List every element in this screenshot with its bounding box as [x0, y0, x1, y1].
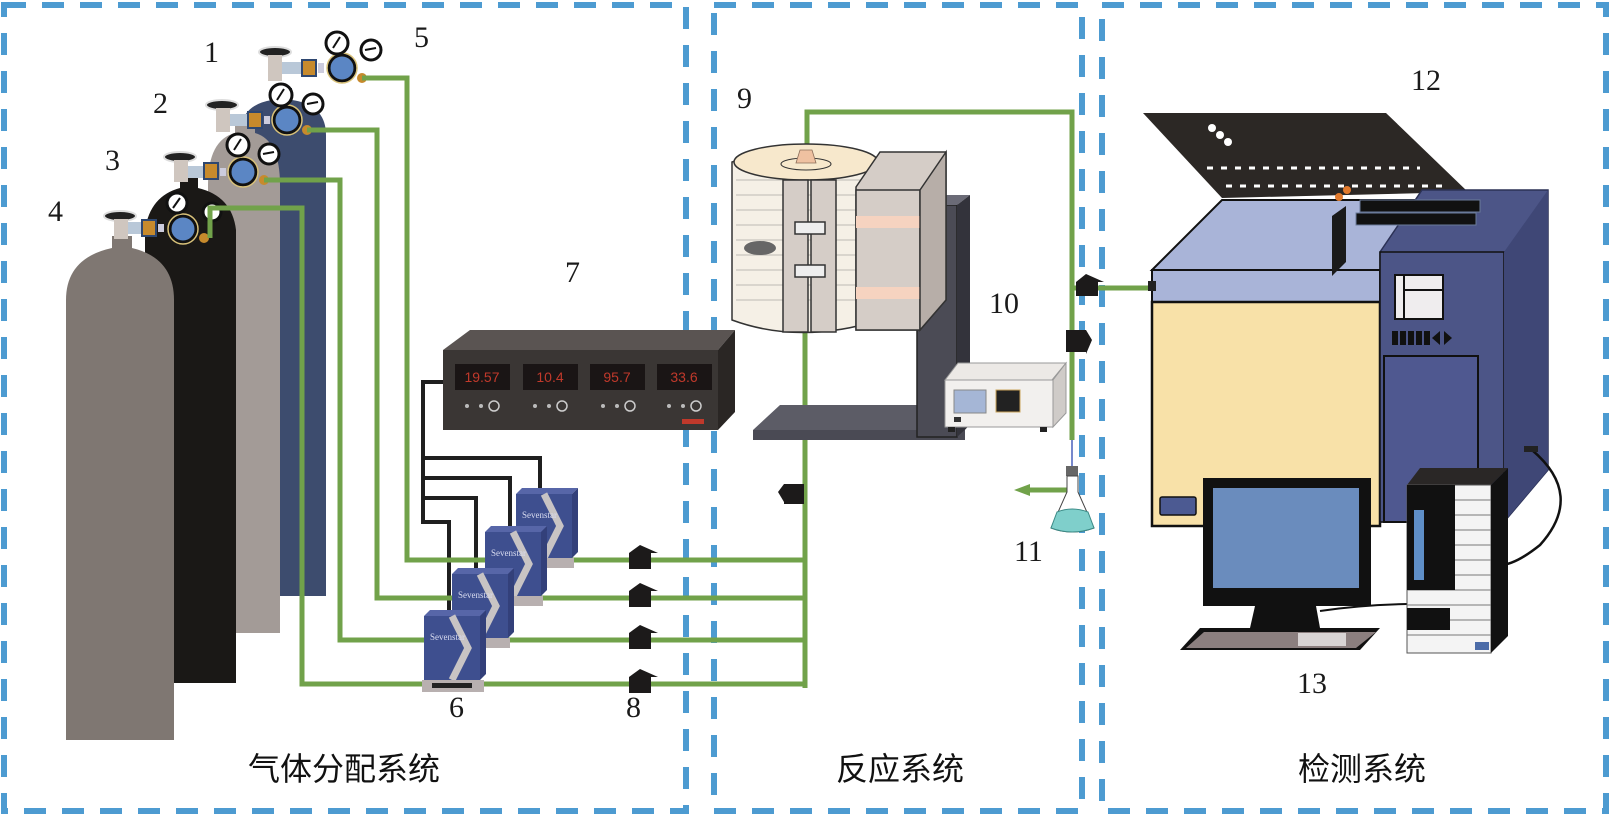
label-13: 13	[1297, 667, 1327, 700]
label-3: 3	[105, 144, 120, 177]
check-valve-icon	[629, 669, 658, 693]
label-6: 6	[449, 691, 464, 724]
check-valve-icon	[629, 583, 658, 607]
check-valve-icon	[629, 545, 658, 569]
mass-flow-controllers: Sevenstar Sevenstar Sevenstar Sevenstar	[422, 488, 578, 692]
tube-furnace	[731, 143, 980, 440]
knob-3	[624, 400, 636, 412]
section-title-gas-distribution: 气体分配系统	[248, 750, 440, 788]
check-valve-icon	[778, 484, 804, 504]
monitor	[1203, 478, 1371, 628]
check-valve-icon	[1076, 274, 1104, 296]
regulator-2	[205, 82, 325, 136]
analyzer-lid	[1143, 113, 1468, 198]
temperature-controller	[943, 361, 1068, 432]
label-5: 5	[414, 21, 429, 54]
check-valves	[629, 274, 1104, 693]
readout-2: 10.4	[536, 369, 563, 385]
readout-4: 33.6	[670, 369, 697, 385]
label-1: 1	[204, 36, 219, 69]
readout-3: 95.7	[603, 369, 630, 385]
panel-detection	[1099, 2, 1609, 814]
analyzer-display	[1394, 274, 1444, 320]
keyboard	[1180, 628, 1380, 650]
section-title-reaction: 反应系统	[836, 750, 964, 788]
label-2: 2	[153, 87, 168, 120]
readout-1: 19.57	[464, 369, 499, 385]
gas-cylinder-4	[66, 236, 174, 740]
label-11: 11	[1014, 535, 1043, 568]
analyzer-keypad	[1392, 331, 1452, 345]
label-9: 9	[737, 82, 752, 115]
label-4: 4	[48, 195, 63, 228]
mfc-brand: Sevenstar	[491, 548, 526, 558]
digital-readout	[995, 389, 1021, 413]
flow-display-controller: 19.57 10.4 95.7 33.6	[443, 330, 735, 430]
computer	[1180, 468, 1508, 654]
component-labels: 1 2 3 4 5 6 7 8 9 10 11 12 13	[48, 21, 1441, 724]
label-7: 7	[565, 256, 580, 289]
label-10: 10	[989, 287, 1019, 320]
check-valve-icon	[1066, 330, 1092, 354]
analog-meter	[953, 389, 987, 414]
power-switch	[1159, 496, 1197, 516]
mfc-4: Sevenstar	[422, 610, 486, 692]
autosampler-arm	[1332, 186, 1481, 276]
regulator-1	[258, 30, 383, 84]
knob-2	[556, 400, 568, 412]
mfc-brand: Sevenstar	[458, 590, 493, 600]
exhaust-arrow-icon	[1014, 484, 1030, 496]
section-titles: 气体分配系统 反应系统 检测系统	[248, 750, 1426, 788]
mfc-brand: Sevenstar	[522, 510, 557, 520]
desktop-tower	[1406, 468, 1508, 654]
knob-4	[690, 400, 702, 412]
section-title-detection: 检测系统	[1298, 750, 1426, 788]
data-cable	[1499, 449, 1562, 567]
check-valve-icon	[629, 625, 658, 649]
label-12: 12	[1411, 64, 1441, 97]
regulator-3	[163, 132, 281, 188]
signal-lines	[421, 380, 542, 612]
absorption-flask	[1050, 440, 1095, 533]
regulator-group	[103, 30, 383, 245]
monitor-screen	[1213, 488, 1359, 588]
label-8: 8	[626, 691, 641, 724]
knob-1	[488, 400, 500, 412]
mfc-brand: Sevenstar	[430, 632, 465, 642]
